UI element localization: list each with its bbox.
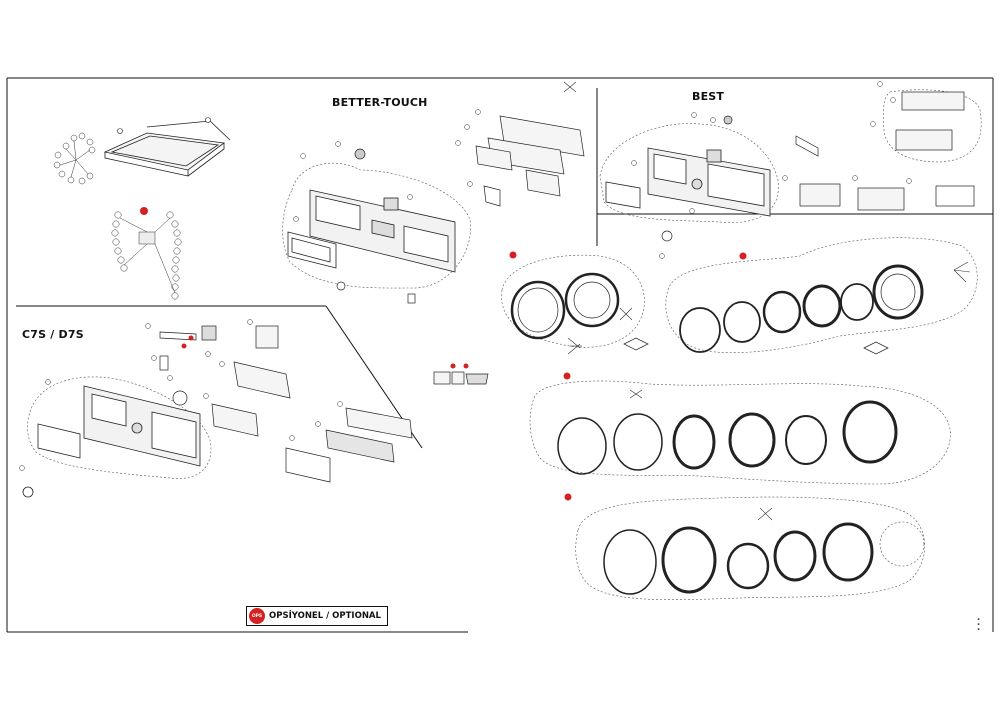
c7s-dashed-group — [27, 376, 212, 479]
door-group-1 — [501, 251, 645, 348]
door-group-2 — [665, 237, 978, 353]
hinge-parts — [433, 371, 489, 385]
control-panel-better-touch — [287, 189, 456, 273]
optional-marker — [181, 343, 187, 349]
section-title-best: BEST — [692, 90, 725, 103]
optional-marker — [450, 363, 456, 369]
best-small-parts — [661, 91, 975, 242]
part-callouts-top-panel — [117, 117, 211, 134]
best-callouts — [631, 81, 912, 259]
section-title-better-touch: BETTER-TOUCH — [332, 96, 428, 109]
page-code: ▪▪▪ — [976, 617, 981, 632]
section-title-c7s-d7s: C7S / D7S — [22, 328, 84, 341]
page-frame — [6, 77, 994, 633]
door-group-4 — [564, 493, 926, 601]
gasket-diamonds — [623, 337, 889, 355]
door-group-3 — [529, 372, 951, 485]
c7s-callouts — [19, 319, 343, 471]
top-panel-assembly — [103, 120, 231, 177]
optional-legend-label: OPSİYONEL / OPTIONAL — [269, 611, 381, 621]
screw-bundles — [563, 81, 971, 521]
wire-harness-cluster — [111, 211, 182, 300]
c7s-parts — [159, 325, 413, 483]
optional-marker — [188, 335, 194, 341]
knob-better-touch — [336, 148, 416, 304]
optional-marker — [140, 207, 148, 215]
control-panel-best — [605, 147, 771, 217]
control-panel-c7s — [22, 385, 201, 498]
optional-badge-icon: OPS — [249, 608, 265, 624]
screw-callout-cluster — [53, 132, 96, 185]
optional-marker — [463, 363, 469, 369]
optional-legend: OPS OPSİYONEL / OPTIONAL — [246, 606, 388, 626]
pcb-stack-better-touch — [475, 115, 585, 207]
pcb-callouts — [293, 109, 481, 222]
